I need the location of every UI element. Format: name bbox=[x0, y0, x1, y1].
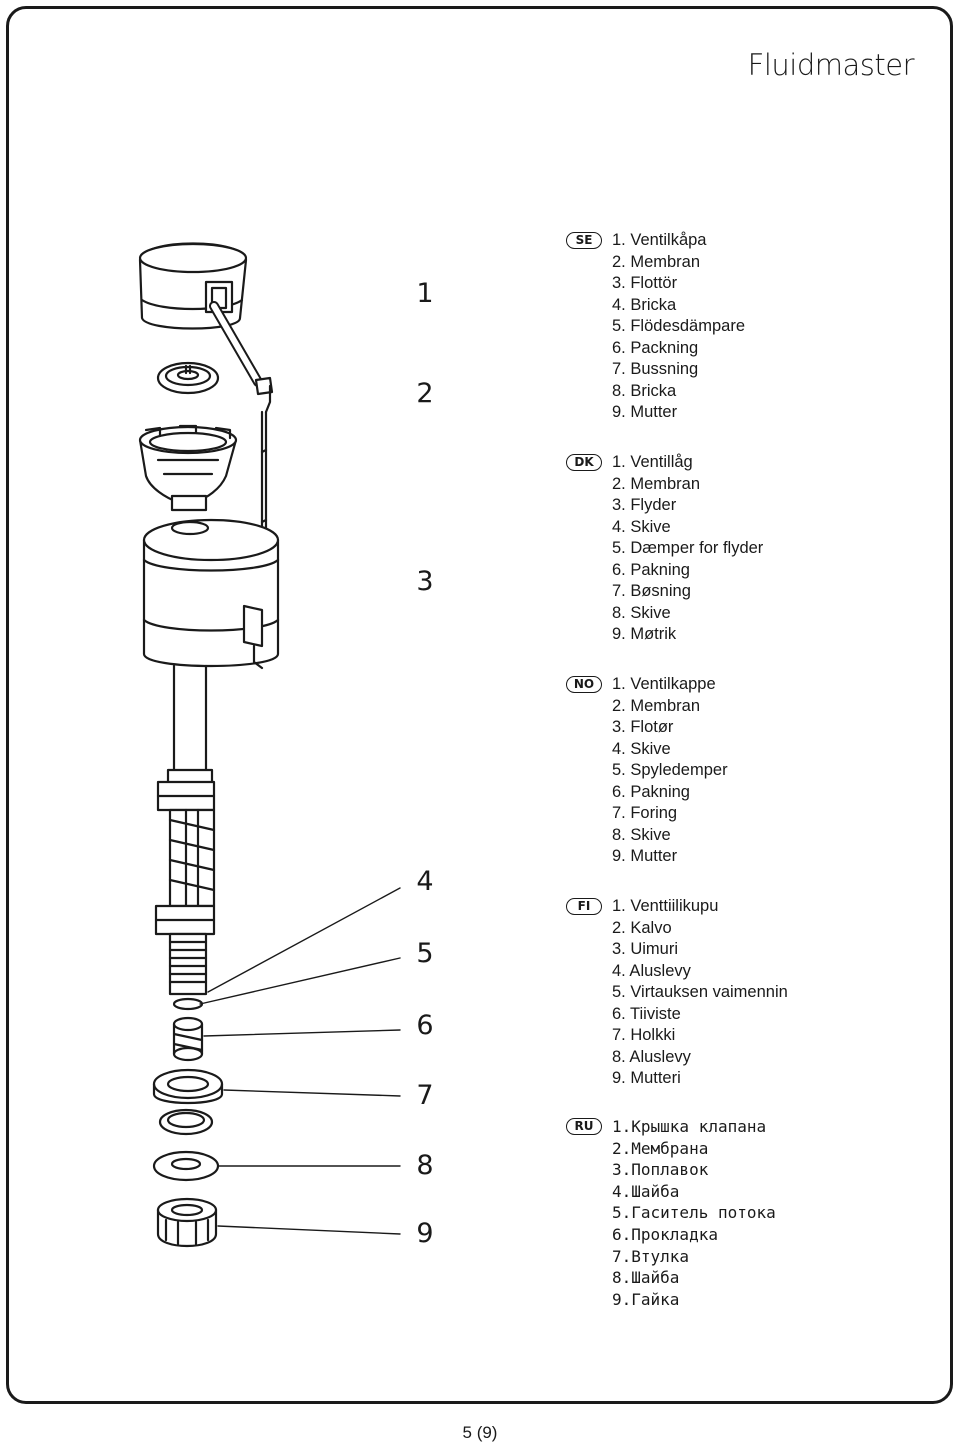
list-item: 5. Flödesdämpare bbox=[612, 317, 745, 335]
callout-4: 4 bbox=[416, 866, 434, 897]
parts-list-no: 1. Ventilkappe 2. Membran 3. Flotør 4. S… bbox=[612, 674, 728, 868]
part-float bbox=[142, 518, 280, 670]
list-item: 5. Virtauksen vaimennin bbox=[612, 983, 788, 1001]
list-item: 3. Flyder bbox=[612, 496, 677, 514]
leader-lines bbox=[199, 887, 401, 1235]
callout-8: 8 bbox=[416, 1150, 434, 1181]
list-item: 8. Skive bbox=[612, 825, 671, 844]
list-item: 2.Мембрана bbox=[612, 1138, 709, 1158]
list-item: 3. Uimuri bbox=[612, 940, 679, 958]
part-gasket bbox=[172, 1016, 204, 1062]
list-item: 6. Tiiviste bbox=[612, 1004, 681, 1023]
list-item: 2. Membran bbox=[612, 696, 701, 715]
list-item: 4. Bricka bbox=[612, 295, 677, 314]
list-item: 4. Aluslevy bbox=[612, 961, 691, 980]
list-item: 1. Venttiilikupu bbox=[612, 897, 719, 915]
list-item: 6.Прокладка bbox=[612, 1224, 718, 1244]
page-frame bbox=[6, 6, 953, 1404]
part-nut bbox=[156, 1197, 218, 1248]
list-item: 1. Ventilkåpa bbox=[612, 231, 707, 249]
list-item: 4. Skive bbox=[612, 517, 671, 536]
part-thread bbox=[168, 932, 208, 996]
parts-list-dk: 1. Ventillåg 2. Membran 3. Flyder 4. Ski… bbox=[612, 452, 763, 646]
list-item: 2. Kalvo bbox=[612, 918, 672, 937]
list-item: 3. Flottör bbox=[612, 274, 678, 292]
part-washer-8a bbox=[158, 1108, 214, 1136]
list-item: 9. Mutteri bbox=[612, 1069, 681, 1087]
part-shaft bbox=[156, 664, 216, 812]
brand-title: Fluidmaster bbox=[747, 48, 915, 82]
list-item: 3. Flotør bbox=[612, 718, 674, 736]
part-membrane bbox=[156, 361, 220, 395]
list-item: 9. Møtrik bbox=[612, 625, 677, 643]
list-item: 9. Mutter bbox=[612, 847, 678, 865]
list-item: 6. Packning bbox=[612, 338, 699, 357]
callout-3: 3 bbox=[416, 566, 434, 597]
list-item: 1. Ventilkappe bbox=[612, 675, 716, 693]
list-item: 5. Spyledemper bbox=[612, 761, 728, 779]
list-item: 7. Foring bbox=[612, 804, 678, 822]
list-item: 5.Гаситель потока bbox=[612, 1203, 776, 1223]
list-item: 8. Skive bbox=[612, 603, 671, 622]
callout-2: 2 bbox=[416, 378, 434, 409]
list-item: 7. Holkki bbox=[612, 1026, 676, 1044]
part-spring bbox=[168, 808, 216, 908]
list-item: 1. Ventillåg bbox=[612, 453, 693, 471]
list-item: 9.Гайка bbox=[612, 1289, 680, 1309]
parts-list-ru: 1.Крышка клапана 2.Мембрана 3.Поплавок 4… bbox=[612, 1116, 776, 1310]
lang-badge-fi: FI bbox=[566, 898, 602, 915]
lang-badge-ru: RU bbox=[566, 1118, 602, 1135]
list-item: 9. Mutter bbox=[612, 403, 678, 421]
list-item: 3.Поплавок bbox=[612, 1160, 709, 1180]
page-number: 5 (9) bbox=[462, 1423, 498, 1442]
list-item: 4. Skive bbox=[612, 739, 671, 758]
list-item: 5. Dæmper for flyder bbox=[612, 539, 764, 557]
list-item: 4.Шайба bbox=[612, 1181, 680, 1201]
lang-badge-no: NO bbox=[566, 676, 602, 693]
list-item: 1.Крышка клапана bbox=[612, 1117, 767, 1136]
part-valve-cap bbox=[138, 242, 248, 330]
list-item: 7. Bøsning bbox=[612, 582, 691, 600]
callout-1: 1 bbox=[416, 278, 434, 309]
part-bushing bbox=[152, 1068, 224, 1105]
parts-list-se: 1. Ventilkåpa 2. Membran 3. Flottör 4. B… bbox=[612, 230, 745, 424]
list-item: 2. Membran bbox=[612, 474, 701, 493]
list-item: 6. Pakning bbox=[612, 560, 690, 579]
part-flow-limiter bbox=[172, 997, 204, 1011]
part-washer-8b bbox=[152, 1150, 220, 1182]
callout-6: 6 bbox=[416, 1010, 434, 1041]
lang-badge-dk: DK bbox=[566, 454, 602, 471]
lang-badge-se: SE bbox=[566, 232, 602, 249]
callout-5: 5 bbox=[416, 938, 434, 969]
callout-7: 7 bbox=[416, 1080, 434, 1111]
part-washer-4 bbox=[154, 904, 216, 936]
part-flow-damper-cone bbox=[138, 424, 238, 512]
list-item: 8. Bricka bbox=[612, 381, 677, 400]
list-item: 2. Membran bbox=[612, 252, 701, 271]
callout-9: 9 bbox=[416, 1218, 434, 1249]
list-item: 8.Шайба bbox=[612, 1268, 680, 1288]
list-item: 8. Aluslevy bbox=[612, 1047, 691, 1066]
list-item: 6. Pakning bbox=[612, 782, 690, 801]
list-item: 7. Bussning bbox=[612, 360, 699, 378]
parts-list-fi: 1. Venttiilikupu 2. Kalvo 3. Uimuri 4. A… bbox=[612, 896, 788, 1090]
list-item: 7.Втулка bbox=[612, 1246, 690, 1266]
